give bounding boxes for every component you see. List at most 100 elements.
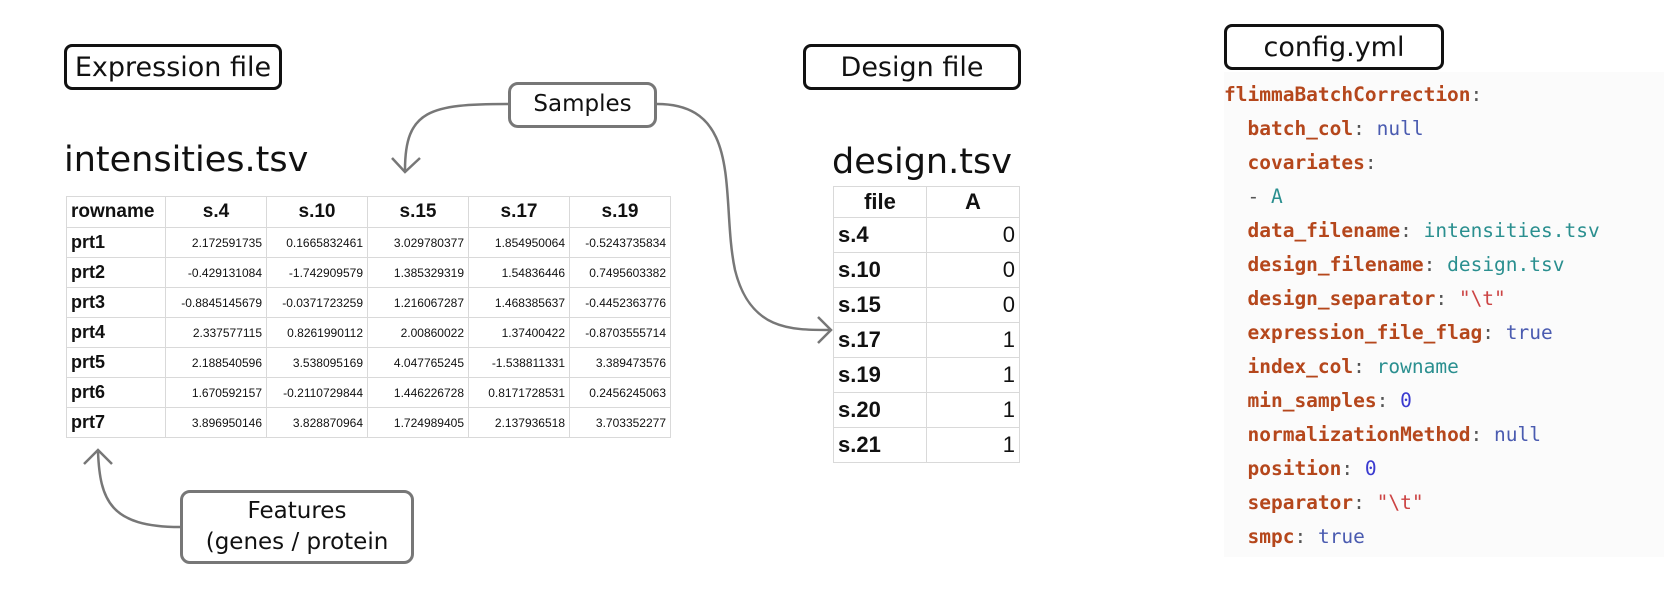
- yaml-value: null: [1494, 423, 1542, 446]
- yaml-value: intensities.tsv: [1423, 219, 1600, 242]
- intensity-cell: -0.2110729844: [266, 377, 368, 408]
- covariate-value-cell: 1: [926, 357, 1020, 393]
- intensity-cell: 1.37400422: [468, 317, 570, 348]
- samples-to-design-arrow: [656, 102, 831, 332]
- intensity-cell: -0.8703555714: [569, 317, 671, 348]
- sample-file-cell: s.17: [833, 322, 927, 358]
- yaml-line: batch_col: null: [1224, 112, 1664, 146]
- yaml-value: 0: [1364, 457, 1377, 480]
- intensity-cell: 1.670592157: [165, 377, 267, 408]
- yaml-line: smpc: true: [1224, 520, 1664, 554]
- intensity-cell: 3.538095169: [266, 347, 368, 378]
- expr-col-header: s.17: [468, 196, 570, 228]
- intensity-cell: 1.724989405: [367, 407, 469, 438]
- design-header-row: file A: [833, 186, 1020, 218]
- design-col-header: A: [926, 186, 1020, 218]
- intensity-cell: 0.8171728531: [468, 377, 570, 408]
- sample-file-cell: s.10: [833, 252, 927, 288]
- yaml-line: design_separator: "\t": [1224, 282, 1664, 316]
- yaml-colon: :: [1353, 491, 1365, 514]
- intensity-cell: 3.896950146: [165, 407, 267, 438]
- covariate-value-cell: 1: [926, 392, 1020, 428]
- intensity-cell: 0.7495603382: [569, 257, 671, 288]
- yaml-colon: :: [1294, 525, 1307, 548]
- yaml-line: covariates:: [1224, 146, 1664, 180]
- yaml-colon: :: [1353, 117, 1365, 140]
- yaml-value: "\t": [1458, 287, 1506, 310]
- expression-file-label: Expression file: [64, 44, 282, 90]
- intensity-cell: 2.00860022: [367, 317, 469, 348]
- design-file-label: Design file: [803, 44, 1021, 90]
- feature-name-cell: prt5: [66, 347, 166, 378]
- yaml-colon: :: [1341, 457, 1354, 480]
- intensity-cell: -0.429131084: [165, 257, 267, 288]
- intensity-cell: 0.2456245063: [569, 377, 671, 408]
- design-filename: design.tsv: [832, 142, 1012, 182]
- covariate-value-cell: 0: [926, 252, 1020, 288]
- yaml-key: separator: [1247, 491, 1354, 514]
- yaml-line: design_filename: design.tsv: [1224, 248, 1664, 282]
- samples-callout-text: Samples: [533, 91, 632, 118]
- intensity-cell: 1.446226728: [367, 377, 469, 408]
- yaml-value: 0: [1400, 389, 1412, 412]
- yaml-value: true: [1317, 525, 1365, 548]
- yaml-colon: :: [1376, 389, 1389, 412]
- expr-col-header: s.19: [569, 196, 671, 228]
- expr-col-header: s.4: [165, 196, 267, 228]
- yaml-colon: :: [1353, 355, 1365, 378]
- intensity-cell: -1.742909579: [266, 257, 368, 288]
- sample-file-cell: s.21: [833, 427, 927, 463]
- intensity-cell: 2.137936518: [468, 407, 570, 438]
- features-to-rows-arrowhead: [83, 448, 113, 465]
- covariate-value-cell: 0: [926, 217, 1020, 253]
- intensity-cell: 0.1665832461: [266, 227, 368, 258]
- yaml-key: batch_col: [1247, 117, 1354, 140]
- covariate-value-cell: 1: [926, 427, 1020, 463]
- yaml-value: design.tsv: [1447, 253, 1565, 276]
- intensity-cell: -1.538811331: [468, 347, 570, 378]
- samples-callout: Samples: [508, 82, 657, 128]
- feature-name-cell: prt6: [66, 377, 166, 408]
- yaml-value: rowname: [1376, 355, 1459, 378]
- intensity-cell: 1.216067287: [367, 287, 469, 318]
- expression-filename: intensities.tsv: [64, 140, 309, 180]
- expression-file-label-text: Expression file: [74, 51, 272, 83]
- yaml-key: min_samples: [1247, 389, 1377, 412]
- yaml-key: data_filename: [1247, 219, 1401, 242]
- yaml-key: position: [1247, 457, 1342, 480]
- expression-header-row: rowname s.4 s.10 s.15 s.17 s.19: [66, 196, 671, 228]
- yaml-line: expression_file_flag: true: [1224, 316, 1664, 350]
- yaml-key: design_filename: [1247, 253, 1424, 276]
- yaml-line: index_col: rowname: [1224, 350, 1664, 384]
- config-file-label: config.yml: [1224, 24, 1444, 70]
- expr-col-header: s.15: [367, 196, 469, 228]
- covariate-value-cell: 0: [926, 287, 1020, 323]
- intensity-cell: 1.54836446: [468, 257, 570, 288]
- intensity-cell: 2.337577115: [165, 317, 267, 348]
- yaml-root-line: flimmaBatchCorrection:: [1224, 83, 1483, 106]
- expr-col-header: rowname: [66, 196, 166, 228]
- yaml-value: null: [1376, 117, 1424, 140]
- features-callout: Features (genes / protein: [180, 490, 414, 564]
- intensity-cell: 3.029780377: [367, 227, 469, 258]
- intensity-cell: 4.047765245: [367, 347, 469, 378]
- yaml-key: normalizationMethod: [1247, 423, 1471, 446]
- feature-name-cell: prt4: [66, 317, 166, 348]
- yaml-list-item: A: [1270, 185, 1283, 208]
- samples-to-design-arrowhead: [817, 316, 833, 344]
- yaml-key: expression_file_flag: [1247, 321, 1483, 344]
- intensity-cell: 1.468385637: [468, 287, 570, 318]
